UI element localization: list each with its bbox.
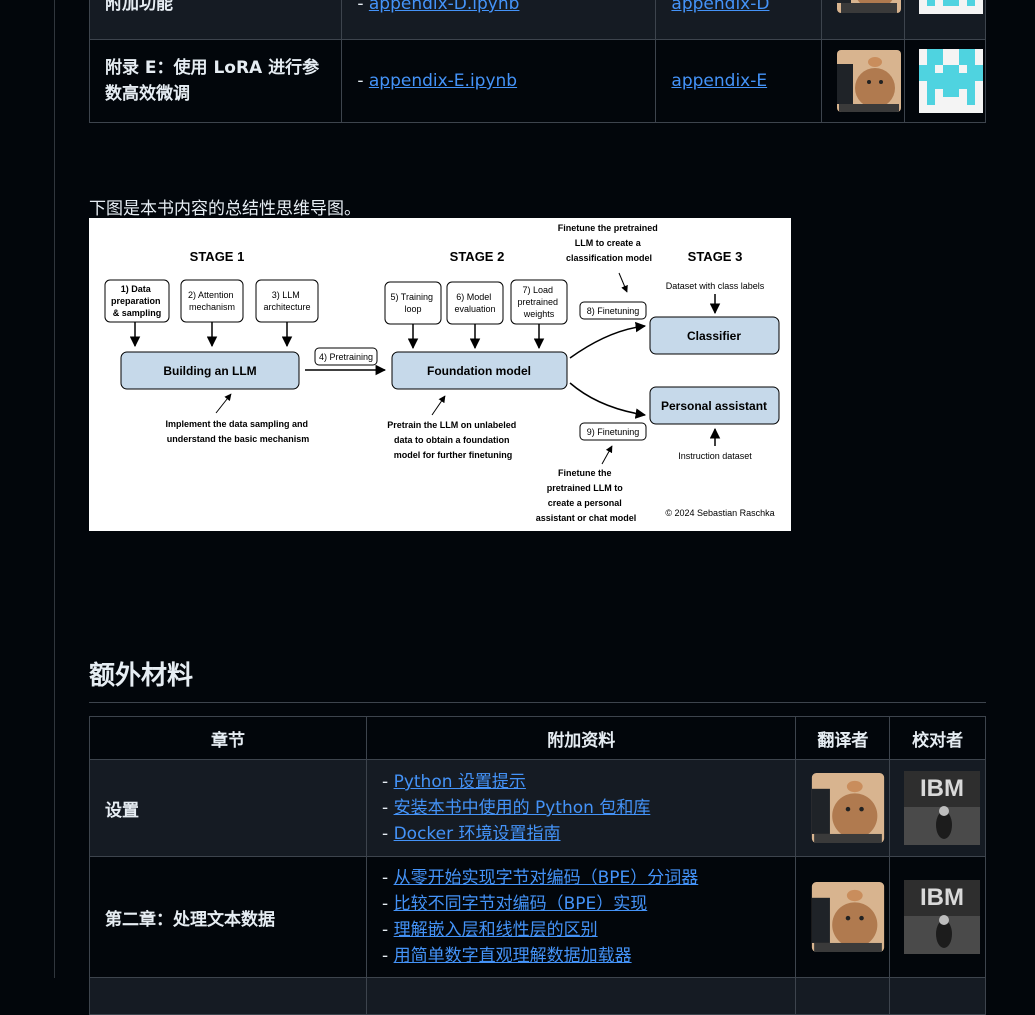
notebook-cell: - appendix-D.ipynb <box>341 0 657 40</box>
svg-text:1) Data preparation: 1) Data preparation & sampling <box>111 284 163 318</box>
proofreader-cell <box>903 0 987 40</box>
materials-cell <box>366 977 797 1015</box>
proofreader-cell: IBM <box>889 856 986 978</box>
box-classifier <box>649 316 780 355</box>
extra-materials-table: 章节 附加资料 翻译者 校对者 设置 - Python 设置提示 - 安装本书中… <box>88 716 986 1015</box>
pixel-avatar[interactable] <box>918 49 983 113</box>
foundation-label: Foundation model <box>427 364 531 378</box>
box-model-evaluation <box>446 281 504 325</box>
translator-cell <box>795 759 891 857</box>
svg-text:8) Finetuning: 8) Finetuning <box>587 306 640 316</box>
stage1-label: STAGE 1 <box>190 249 245 264</box>
box-pretraining <box>314 347 378 366</box>
ibm-avatar[interactable]: IBM <box>904 880 981 954</box>
copyright-text: © 2024 Sebastian Raschka <box>665 508 774 518</box>
material-link[interactable]: 理解嵌入层和线性层的区别 <box>393 920 598 940</box>
proofreader-cell: IBM <box>889 759 986 857</box>
note-bottom: Finetune the pretrained LLM to create a … <box>536 468 637 523</box>
chapter-title: 附录 E：使用 LoRA 进行参数高效微调 <box>88 39 343 123</box>
svg-text:3) LLM architecture: 3) LLM architecture <box>263 290 310 312</box>
appendix-table: 附加功能 - appendix-D.ipynb appendix-D <box>88 0 987 123</box>
materials-cell: - 从零开始实现字节对编码（BPE）分词器 - 比较不同字节对编码（BPE）实现… <box>366 856 797 978</box>
svg-text:4) Pretraining: 4) Pretraining <box>319 352 373 362</box>
stage2-label: STAGE 2 <box>450 249 505 264</box>
assistant-label: Personal assistant <box>661 399 767 413</box>
table-header-row: 章节 附加资料 翻译者 校对者 <box>88 716 986 760</box>
translator-cell <box>821 39 905 123</box>
box-foundation-model <box>391 351 568 390</box>
building-label: Building an LLM <box>163 364 256 378</box>
dataset-labels-text: Dataset with class labels <box>666 281 765 291</box>
material-link[interactable]: 安装本书中使用的 Python 包和库 <box>393 798 651 818</box>
table-row: 附加功能 - appendix-D.ipynb appendix-D <box>88 0 987 40</box>
svg-text:IBM: IBM <box>920 884 964 911</box>
chapter-title: 设置 <box>88 759 368 857</box>
note-top: Finetune the pretrained LLM to create a … <box>558 223 661 263</box>
material-link[interactable]: Docker 环境设置指南 <box>393 824 561 844</box>
notebook-link[interactable]: appendix-D.ipynb <box>368 0 520 14</box>
chapter-title <box>88 977 368 1015</box>
stage3-label: STAGE 3 <box>688 249 743 264</box>
capybara-avatar[interactable] <box>837 50 902 112</box>
page: 附加功能 - appendix-D.ipynb appendix-D <box>54 0 987 1015</box>
header-translator: 翻译者 <box>795 716 891 760</box>
note-stage1: Implement the data sampling and understa… <box>165 419 310 444</box>
notebook-cell: - appendix-E.ipynb <box>341 39 657 123</box>
material-link[interactable]: 比较不同字节对编码（BPE）实现 <box>393 894 648 914</box>
box-finetuning-8 <box>579 301 647 320</box>
left-rail-divider <box>54 0 55 978</box>
header-chapter: 章节 <box>88 716 368 760</box>
box-data-preparation <box>104 279 170 323</box>
translator-cell <box>795 977 891 1015</box>
header-materials: 附加资料 <box>366 716 797 760</box>
svg-text:IBM: IBM <box>920 775 964 802</box>
ibm-avatar[interactable]: IBM <box>904 771 981 845</box>
code-cell: appendix-E <box>655 39 823 123</box>
note-stage2: Pretrain the LLM on unlabeled data to ob… <box>387 420 519 460</box>
box-llm-architecture <box>255 279 319 323</box>
proofreader-cell <box>889 977 986 1015</box>
instruction-dataset-text: Instruction dataset <box>678 451 752 461</box>
box-personal-assistant <box>649 386 780 425</box>
capybara-avatar[interactable] <box>810 773 886 843</box>
translator-cell <box>795 856 891 978</box>
mindmap-intro-text: 下图是本书内容的总结性思维导图。 <box>89 199 361 219</box>
extra-materials-heading: 额外材料 <box>89 655 986 703</box>
box-attention <box>180 279 244 323</box>
pixel-avatar[interactable] <box>918 0 983 14</box>
svg-text:7) Load pretrained: 7) Load pretrained weights <box>517 285 560 319</box>
chapter-title: 第二章：处理文本数据 <box>88 856 368 978</box>
code-cell: appendix-D <box>655 0 823 40</box>
table-row <box>88 977 986 1015</box>
table-row: 第二章：处理文本数据 - 从零开始实现字节对编码（BPE）分词器 - 比较不同字… <box>88 856 986 978</box>
svg-text:2) Attention mechanism: 2) Attention mechanism <box>188 290 236 312</box>
classifier-label: Classifier <box>687 329 741 343</box>
table-row: 附录 E：使用 LoRA 进行参数高效微调 - appendix-E.ipynb… <box>88 39 987 123</box>
svg-text:6) Model evaluation: 6) Model evaluation <box>454 292 495 314</box>
material-link[interactable]: 从零开始实现字节对编码（BPE）分词器 <box>393 868 699 888</box>
box-training-loop <box>384 281 442 325</box>
mindmap-diagram: STAGE 1 STAGE 2 STAGE 3 1) Data preparat… <box>89 218 791 531</box>
translator-cell <box>821 0 905 40</box>
code-link[interactable]: appendix-D <box>671 0 770 14</box>
capybara-avatar[interactable] <box>837 0 902 13</box>
box-finetuning-9 <box>579 422 647 441</box>
svg-text:9) Finetuning: 9) Finetuning <box>587 427 640 437</box>
svg-text:5) Training loop: 5) Training loop <box>390 292 435 314</box>
proofreader-cell <box>903 39 987 123</box>
material-link[interactable]: Python 设置提示 <box>393 772 526 792</box>
materials-cell: - Python 设置提示 - 安装本书中使用的 Python 包和库 - Do… <box>366 759 797 857</box>
capybara-avatar[interactable] <box>810 882 886 952</box>
header-proofreader: 校对者 <box>889 716 986 760</box>
code-link[interactable]: appendix-E <box>671 71 768 91</box>
box-building-llm <box>120 351 300 390</box>
notebook-link[interactable]: appendix-E.ipynb <box>368 71 518 91</box>
material-link[interactable]: 用简单数字直观理解数据加载器 <box>393 946 632 966</box>
table-row: 设置 - Python 设置提示 - 安装本书中使用的 Python 包和库 -… <box>88 759 986 857</box>
chapter-title: 附加功能 <box>88 0 343 40</box>
